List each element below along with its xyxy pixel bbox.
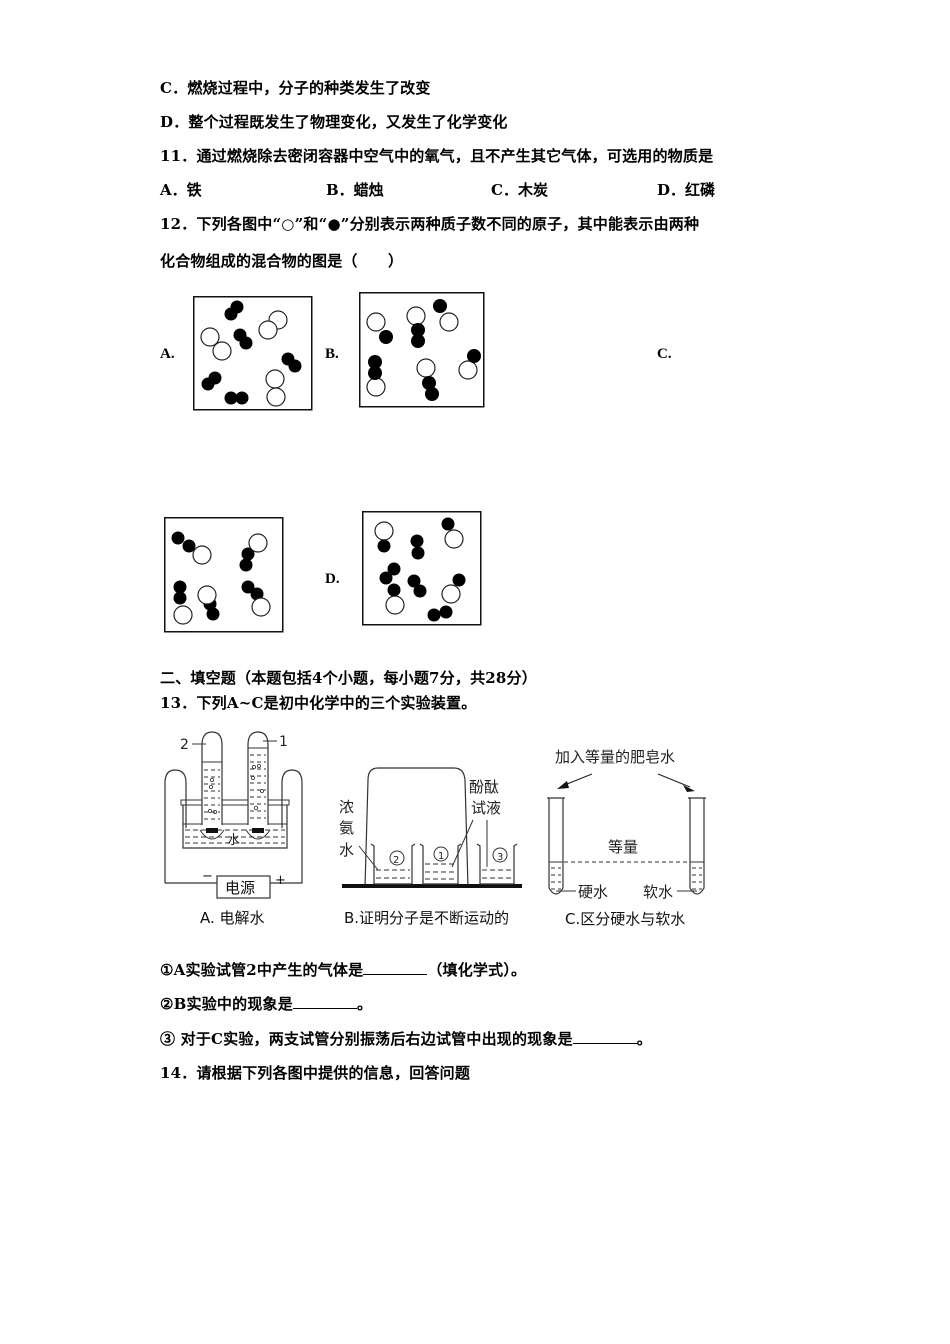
- svg-text:−: −: [202, 869, 213, 884]
- svg-text:等量: 等量: [608, 838, 638, 856]
- q10-option-c: C．燃烧过程中，分子的种类发生了改变: [160, 79, 431, 97]
- svg-text:水: 水: [339, 841, 354, 859]
- q13-stem: 13．下列A~C是初中化学中的三个实验装置。: [160, 694, 477, 712]
- particle-diagram-d: [362, 511, 482, 626]
- svg-text:加入等量的肥皂水: 加入等量的肥皂水: [555, 748, 675, 766]
- q13-sub3: ③ 对于C实验，两支试管分别振荡后右边试管中出现的现象是。: [160, 1030, 652, 1048]
- q11-option-a: A．铁: [160, 181, 202, 199]
- q11-stem: 11．通过燃烧除去密闭容器中空气中的氧气，且不产生其它气体，可选用的物质是: [160, 147, 714, 165]
- q13-sub1: ①A实验试管2中产生的气体是（填化学式）。: [160, 961, 527, 979]
- figure-a-electrolysis: 2 1 水 电源 − + A. 电解水: [164, 731, 303, 927]
- answer-blank-2[interactable]: [292, 996, 357, 1009]
- svg-text:电源: 电源: [225, 879, 255, 897]
- svg-text:C.区分硬水与软水: C.区分硬水与软水: [565, 910, 685, 928]
- svg-text:软水: 软水: [643, 883, 673, 901]
- svg-text:3: 3: [497, 852, 503, 863]
- q13-sub2: ②B实验中的现象是。: [160, 995, 373, 1013]
- q12-label-d: D.: [325, 571, 340, 587]
- answer-blank-3[interactable]: [572, 1031, 637, 1044]
- svg-text:1: 1: [438, 851, 444, 862]
- q14-stem: 14．请根据下列各图中提供的信息，回答问题: [160, 1064, 471, 1082]
- svg-text:试液: 试液: [471, 799, 501, 817]
- q12-label-b: B.: [325, 346, 339, 362]
- section2-heading: 二、填空题（本题包括4个小题，每小题7分，共28分）: [160, 669, 537, 687]
- particle-diagram-b: [359, 292, 485, 408]
- particle-diagram-c: [164, 517, 284, 633]
- svg-text:2: 2: [180, 737, 189, 753]
- q12-label-c: C.: [657, 346, 672, 362]
- figure-c-hard-soft-water: 加入等量的肥皂水 等量 硬水 软水 C.区分硬水与软水: [547, 748, 706, 928]
- svg-text:浓: 浓: [339, 798, 354, 816]
- q10-option-d: D．整个过程既发生了物理变化，又发生了化学变化: [160, 113, 508, 131]
- svg-text:氨: 氨: [339, 819, 354, 837]
- particle-diagram-a: [193, 296, 313, 411]
- q11-option-b: B．蜡烛: [326, 181, 384, 199]
- q12-label-a: A.: [160, 346, 175, 362]
- svg-text:B.证明分子是不断运动的: B.证明分子是不断运动的: [344, 909, 509, 927]
- svg-text:硬水: 硬水: [578, 883, 608, 901]
- svg-text:2: 2: [393, 855, 399, 866]
- svg-text:+: +: [275, 873, 286, 888]
- svg-text:1: 1: [279, 734, 288, 750]
- svg-text:水: 水: [227, 833, 240, 848]
- figure-b-molecule-motion: 2 1 3 浓 氨 水 酚酞 试液 B.证明分子是不断运动的: [339, 767, 522, 927]
- q11-option-d: D．红磷: [657, 181, 716, 199]
- answer-blank-1[interactable]: [363, 962, 428, 975]
- svg-text:A. 电解水: A. 电解水: [200, 909, 265, 927]
- q11-option-c: C．木炭: [491, 181, 548, 199]
- q12-stem-line2: 化合物组成的混合物的图是（ ）: [160, 252, 404, 270]
- q12-stem-line1: 12．下列各图中“○”和“●”分别表示两种质子数不同的原子，其中能表示由两种: [160, 215, 700, 233]
- svg-text:酚酞: 酚酞: [469, 778, 499, 796]
